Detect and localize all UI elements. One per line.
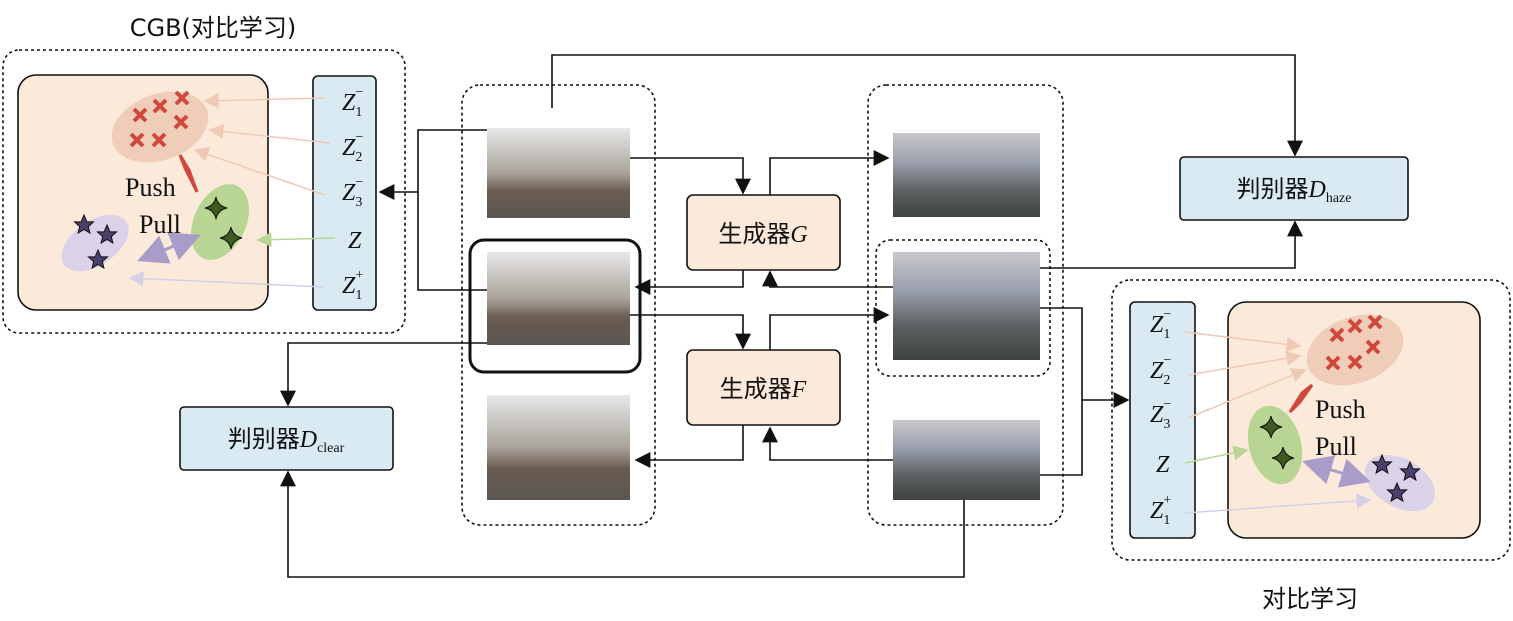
clear-image-3: [893, 420, 1040, 500]
hazy-image-2: [487, 252, 630, 345]
cgb-title: CGB(对比学习): [130, 14, 297, 42]
contrast-title: 对比学习: [1262, 585, 1358, 613]
contrast-block: [1111, 279, 1511, 561]
svg-text:生成器F: 生成器F: [720, 375, 807, 403]
svg-text:Z1+: Z1+: [1150, 493, 1171, 528]
pull-label-right: Pull: [1315, 432, 1357, 461]
svg-text:Z2−: Z2−: [1150, 353, 1171, 388]
push-label-right: Push: [1315, 395, 1366, 424]
generated-frame: [875, 239, 1051, 377]
hazy-column: [461, 84, 656, 526]
selected-hazy-frame: [468, 238, 642, 374]
clear-image-2: [893, 252, 1040, 360]
pull-arrow: [137, 232, 201, 264]
svg-text:Z3−: Z3−: [342, 175, 363, 210]
svg-text:Z: Z: [1156, 452, 1170, 478]
positive-cluster: [61, 214, 129, 272]
pull-label: Pull: [139, 210, 181, 239]
discriminator-clear: [179, 406, 394, 471]
svg-text:判别器Dhaze: 判别器Dhaze: [1237, 175, 1352, 206]
push-label: Push: [125, 173, 176, 202]
z-labels-left: Z1− Z2− Z3− Z Z1+: [342, 85, 363, 303]
svg-text:Z3−: Z3−: [1150, 397, 1171, 432]
generator-g: [686, 194, 841, 271]
z-column-left: [312, 75, 377, 311]
clear-column: [867, 84, 1064, 526]
hazy-image-3: [487, 395, 630, 500]
generator-f: [686, 349, 841, 426]
svg-text:Z2−: Z2−: [342, 130, 363, 165]
svg-text:判别器Dclear: 判别器Dclear: [228, 425, 345, 456]
connectors: [280, 54, 1303, 578]
discriminator-haze: [1179, 156, 1409, 221]
z-labels-right: Z1− Z2− Z3− Z Z1+: [1150, 307, 1171, 528]
svg-text:Z1+: Z1+: [342, 268, 363, 303]
hazy-image-1: [487, 128, 630, 218]
svg-text:Z: Z: [348, 228, 362, 254]
svg-text:Z1−: Z1−: [342, 85, 363, 120]
svg-text:Z1−: Z1−: [1150, 307, 1171, 342]
z-column-right: [1129, 301, 1196, 539]
clear-image-1: [893, 133, 1040, 217]
svg-text:生成器G: 生成器G: [718, 220, 807, 248]
push-arrow: [178, 154, 199, 193]
